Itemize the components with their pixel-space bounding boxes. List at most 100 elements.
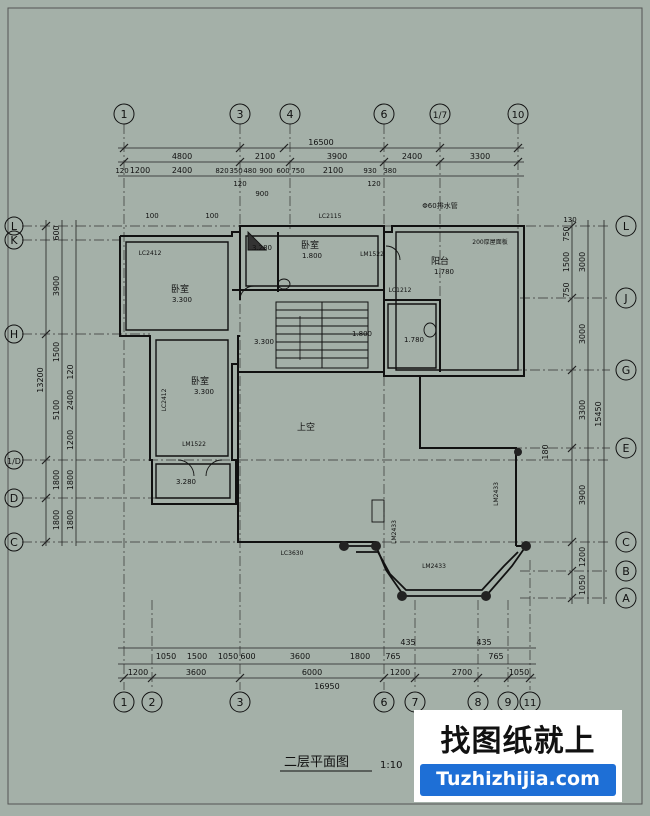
roof-note: 200厚屋面板	[472, 238, 507, 246]
axis-bottom-8: 8	[475, 696, 482, 709]
dim-right-r2: 750	[562, 282, 571, 297]
dim-left-r2: 120	[66, 364, 75, 379]
window-tag: LC3630	[281, 550, 304, 557]
watermark-en: Tuzhizhijia.com	[436, 768, 600, 790]
room-elev: 1.800	[302, 252, 322, 260]
dim-left-r2: 2400	[66, 390, 75, 410]
axis-top-3: 3	[237, 108, 244, 121]
dim-right-r1: 3000	[578, 252, 587, 272]
dim-left-r1: 1800	[52, 470, 61, 490]
watermark-cn: 找图纸就上	[440, 724, 596, 759]
drawing-scale: 1:10	[380, 760, 402, 771]
door-tag: LM1522	[360, 251, 384, 258]
dim-text-right: 15450 3000 3000 3300 3900 1200 1050 750 …	[541, 226, 603, 595]
dim-top-r1: 4800	[172, 152, 192, 161]
room-elev: 3.300	[194, 388, 214, 396]
room-name: 卧室	[171, 283, 189, 295]
dim-top-r2: 750	[291, 167, 304, 175]
annotation-labels: Φ60排水管 200厚屋面板 3.280 1.780 1.800 3.300 L…	[176, 201, 508, 570]
axis-top-10: 10	[512, 110, 525, 121]
dim-bottom-r1: 2700	[452, 668, 472, 677]
axis-left-D: D	[10, 492, 18, 505]
axis-left-1D: 1/D	[7, 457, 21, 466]
axis-right-L: L	[623, 220, 630, 233]
axis-top-1: 1	[121, 108, 128, 121]
bay-tag: LM2433	[391, 520, 398, 544]
dim-top-r2: 2100	[323, 166, 343, 175]
axis-right-C: C	[622, 536, 630, 549]
dimension-lines	[45, 147, 605, 679]
dim-bottom-r1: 1050	[509, 668, 529, 677]
landing-elev: 1.800	[352, 330, 372, 338]
dim-top-r2: 350	[229, 167, 242, 175]
axis-right-A: A	[622, 592, 630, 605]
dim-right-r1: 1200	[578, 547, 587, 567]
bath-elev: 1.780	[404, 336, 424, 344]
dim-top-r2: 600	[276, 167, 289, 175]
door-tag: LM1522	[182, 441, 206, 448]
axis-grid	[22, 124, 610, 690]
axis-top-1-7: 1/7	[433, 111, 447, 121]
dim-top-r3: 900	[255, 190, 268, 198]
dim-right-r1: 3300	[578, 400, 587, 420]
balcony-elev: 3.280	[176, 478, 196, 486]
dim-bottom-r2: 1050	[218, 652, 238, 661]
dim-top-r3: 120	[367, 180, 380, 188]
dim-top-r2: 2400	[172, 166, 192, 175]
dim-bottom-r2: 765	[385, 652, 400, 661]
dim-text-bottom: 16950 1200 3600 6000 1200 2700 1050 1050…	[128, 638, 529, 691]
axis-right-B: B	[622, 565, 630, 578]
stair	[275, 301, 369, 369]
dim-left-r2: 1200	[66, 430, 75, 450]
room-elev: 1.780	[434, 268, 454, 276]
drawing-title: 二层平面图	[284, 755, 349, 770]
dim-left-r1: 5100	[52, 400, 61, 420]
dim-bottom-r1: 1200	[390, 668, 410, 677]
axis-right-J: J	[623, 292, 627, 305]
dim-left-r1: 600	[52, 225, 61, 240]
dim-bottom-r2: 600	[240, 652, 255, 661]
dim-top-r2: 380	[383, 167, 396, 175]
dim-top-r3: 130	[563, 216, 576, 224]
axis-bottom-7: 7	[412, 696, 419, 709]
axis-bottom-3: 3	[237, 696, 244, 709]
watermark-bar: Tuzhizhijia.com	[420, 764, 616, 796]
dim-bottom-r2: 1800	[350, 652, 370, 661]
dim-bottom-r1: 3600	[186, 668, 206, 677]
axis-bubbles	[4, 103, 637, 713]
dim-top-r2: 1200	[130, 166, 150, 175]
axis-bottom-9: 9	[505, 696, 512, 709]
dim-right-r2: 1500	[562, 252, 571, 272]
dim-top-r1: 3300	[470, 152, 490, 161]
dim-bottom-r2: 3600	[290, 652, 310, 661]
axis-labels: 1 3 4 6 1/7 10 1 2 3 6 7 8 9 11 L K H 1/…	[7, 108, 630, 709]
dim-bottom-r2: 1500	[187, 652, 207, 661]
wall-inner-lines	[125, 231, 519, 499]
pipe-note: Φ60排水管	[422, 201, 457, 210]
dim-bottom-r1: 6000	[302, 668, 322, 677]
dim-top-r2: 900	[259, 167, 272, 175]
dim-left-total: 13200	[36, 367, 45, 392]
room-name: 阳台	[431, 255, 449, 267]
dim-top-r1: 3900	[327, 152, 347, 161]
dim-bottom-r1: 1200	[128, 668, 148, 677]
axis-left-C: C	[10, 536, 18, 549]
axis-left-L: L	[11, 220, 18, 233]
axis-top-4: 4	[287, 108, 294, 121]
window-tag: LC2412	[139, 250, 162, 257]
dim-top-r3: 120	[233, 180, 246, 188]
window-tag: LM2433	[493, 482, 500, 506]
dim-right-total: 15450	[594, 401, 603, 426]
axis-bottom-2: 2	[149, 696, 156, 709]
stair-elev: 3.300	[254, 338, 274, 346]
dim-text-top: 16500 4800 2100 3900 2400 3300 120 1200 …	[115, 138, 576, 224]
dim-text-left: 13200 600 3900 1500 5100 1800 1800 120 2…	[36, 225, 75, 530]
dim-top-r2: 820	[215, 167, 228, 175]
dimension-ticks	[41, 143, 577, 683]
dim-bottom-total: 16950	[314, 682, 339, 691]
axis-top-6: 6	[381, 108, 388, 121]
room-elev: 3.300	[172, 296, 192, 304]
axis-right-E: E	[623, 442, 630, 455]
bay-window	[344, 545, 527, 597]
